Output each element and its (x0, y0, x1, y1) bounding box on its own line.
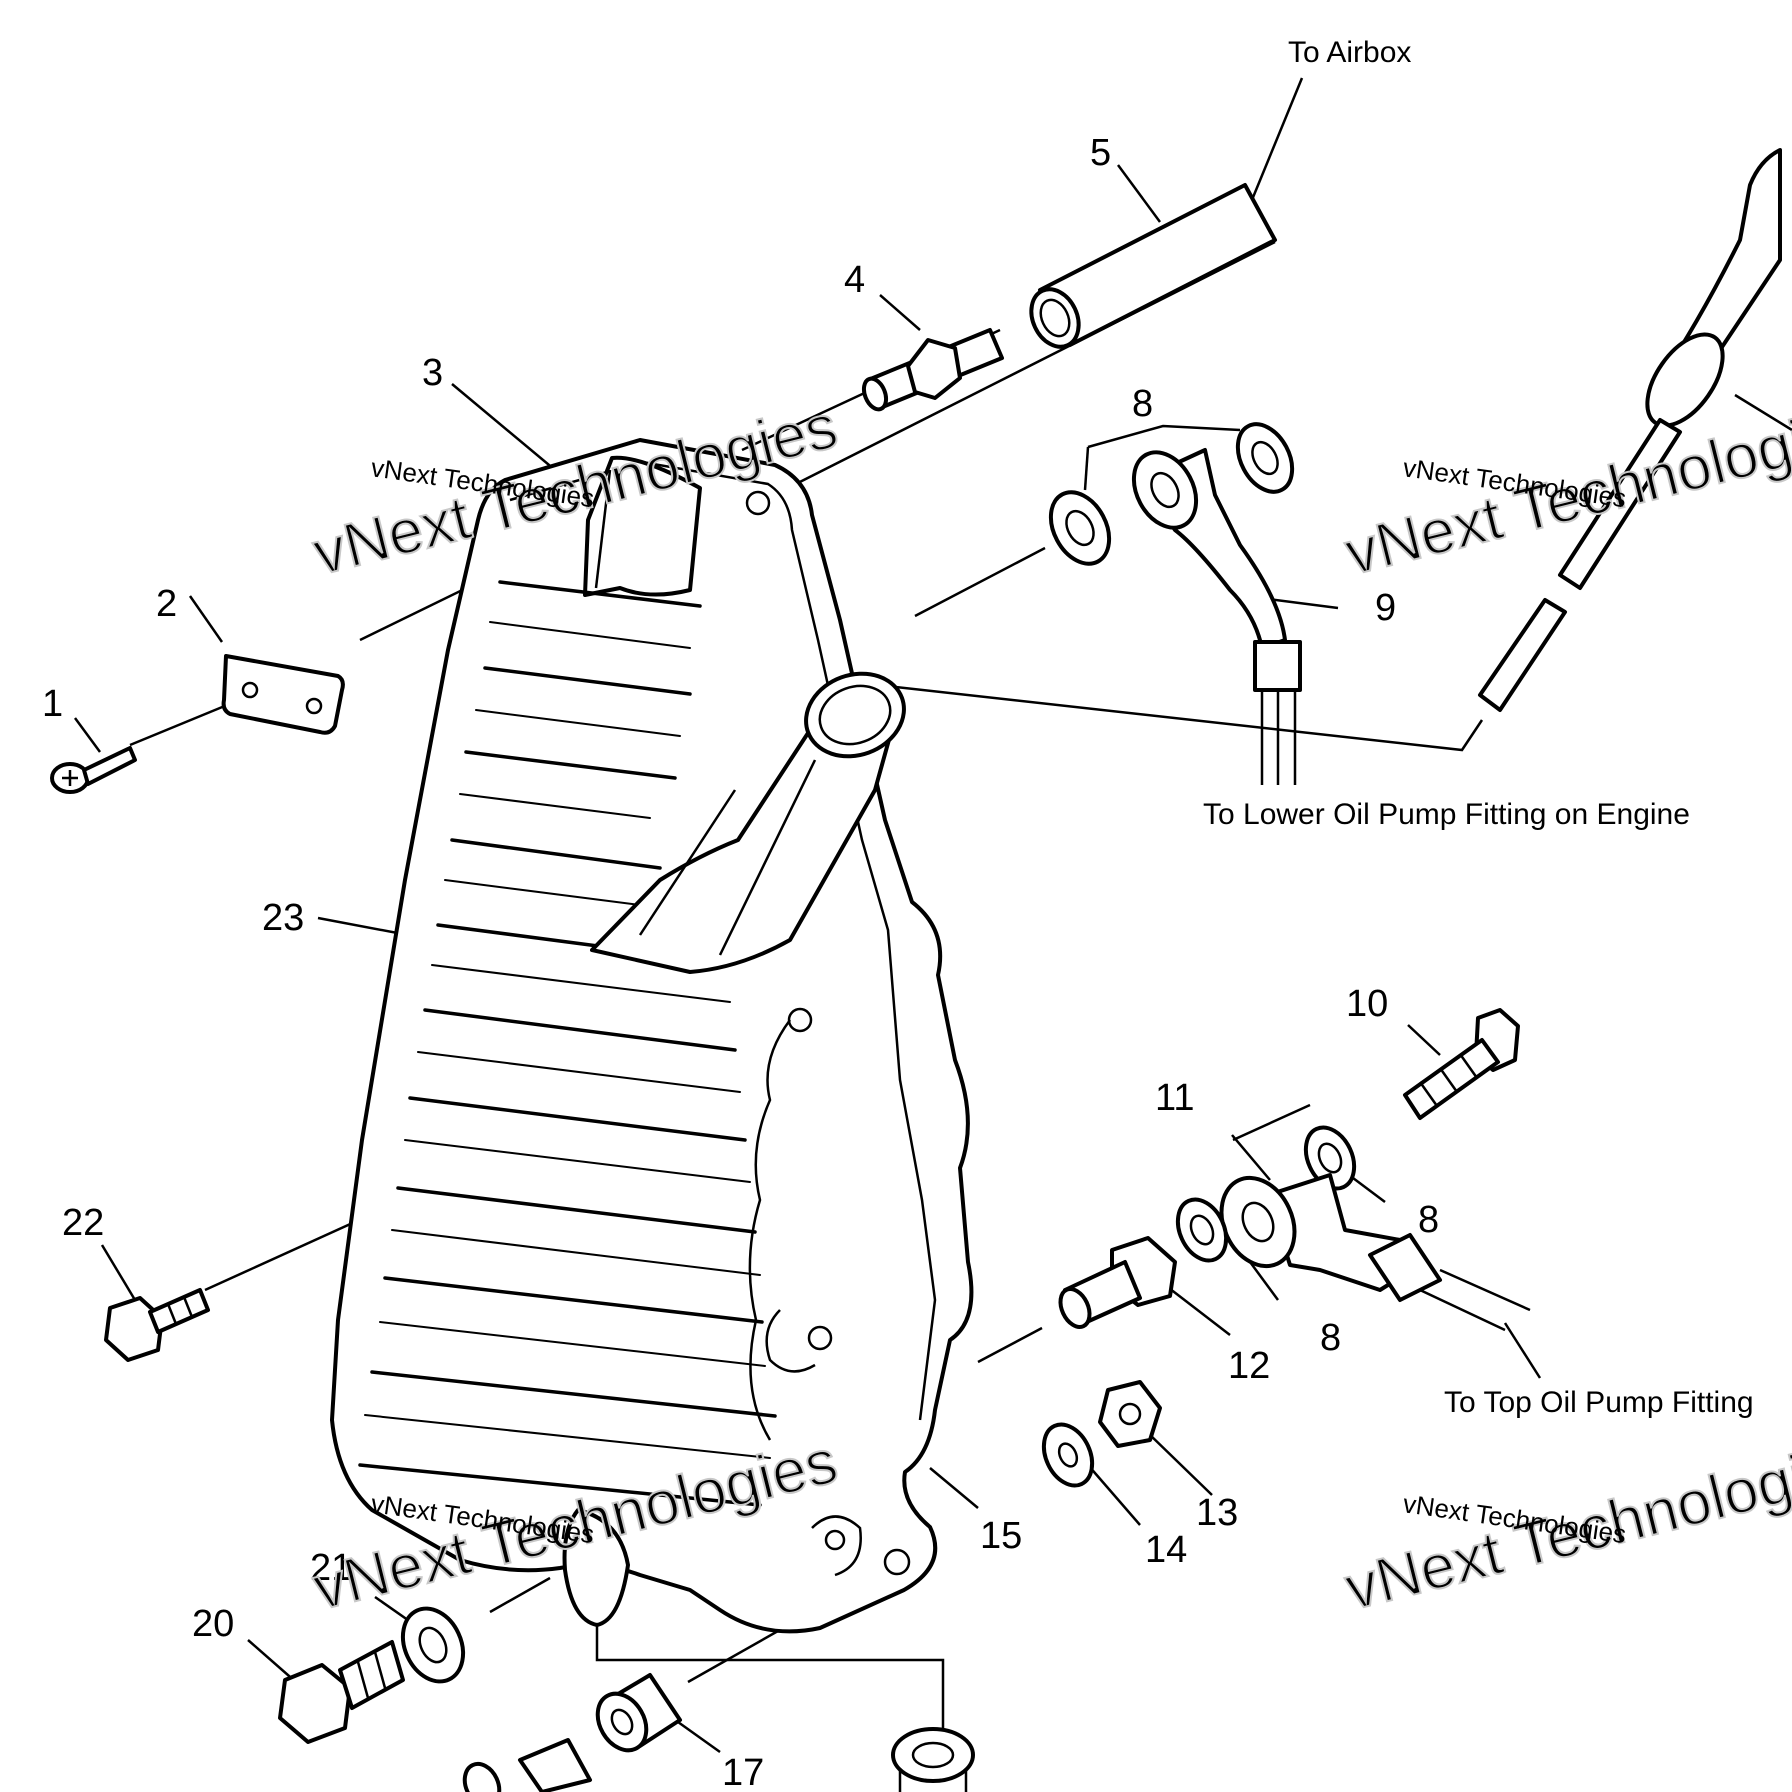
nut-13 (1098, 1380, 1162, 1448)
callout-23: 23 (262, 897, 304, 939)
callout-2: 2 (156, 583, 177, 625)
hose-5 (1029, 183, 1277, 349)
callout-labels: 1 2 3 4 5 8 9 10 11 8 8 12 13 14 15 17 2… (42, 132, 1439, 1792)
grommet-17 (595, 1673, 682, 1753)
fitting-4 (861, 328, 1004, 412)
banjo-fitting-11 (1219, 1173, 1531, 1332)
callout-11: 11 (1155, 1077, 1194, 1119)
callout-22: 22 (62, 1202, 104, 1244)
callout-8-lower: 8 (1320, 1317, 1341, 1359)
callout-10: 10 (1346, 983, 1388, 1025)
callout-21: 21 (310, 1547, 352, 1589)
callout-4: 4 (844, 259, 865, 301)
callout-20: 20 (192, 1603, 234, 1645)
callout-17: 17 (722, 1752, 764, 1792)
bolt-10 (1403, 1008, 1520, 1120)
washer-8-upper-left (1048, 490, 1112, 566)
washer-8-middle (1303, 1125, 1357, 1191)
note-to-lower-oil-pump: To Lower Oil Pump Fitting on Engine (1203, 798, 1690, 831)
washer-8-lower (1175, 1197, 1229, 1263)
plate-2 (221, 654, 345, 735)
drain-boss (562, 1508, 630, 1627)
callout-12: 12 (1228, 1345, 1270, 1387)
note-to-top-oil-pump: To Top Oil Pump Fitting (1444, 1386, 1754, 1419)
washer-21 (400, 1606, 466, 1684)
routing-notes: To Airbox To Lower Oil Pump Fitting on E… (1203, 36, 1754, 1419)
callout-3: 3 (422, 352, 443, 394)
tank-ribs (358, 580, 777, 1507)
callout-14: 14 (1145, 1529, 1187, 1571)
callout-8-top: 8 (1132, 383, 1153, 425)
callout-13: 13 (1196, 1492, 1238, 1534)
washer-14 (1041, 1422, 1095, 1488)
oil-tank (330, 438, 974, 1634)
bolt-22 (104, 1288, 210, 1362)
banjo-line-9 (1131, 448, 1302, 785)
fitting-12 (1058, 1236, 1177, 1329)
drain-bolt-20 (278, 1640, 405, 1744)
callout-9: 9 (1375, 587, 1396, 629)
note-to-airbox: To Airbox (1288, 36, 1411, 69)
bottom-fittings (462, 1727, 975, 1792)
washer-8-upper-right (1235, 422, 1295, 494)
callout-8-middle: 8 (1418, 1199, 1439, 1241)
callout-15: 15 (980, 1515, 1022, 1557)
callout-5: 5 (1090, 132, 1111, 174)
right-hose (1478, 148, 1792, 712)
callout-1: 1 (42, 683, 63, 725)
parts (50, 148, 1792, 1792)
screw-1 (50, 746, 137, 794)
